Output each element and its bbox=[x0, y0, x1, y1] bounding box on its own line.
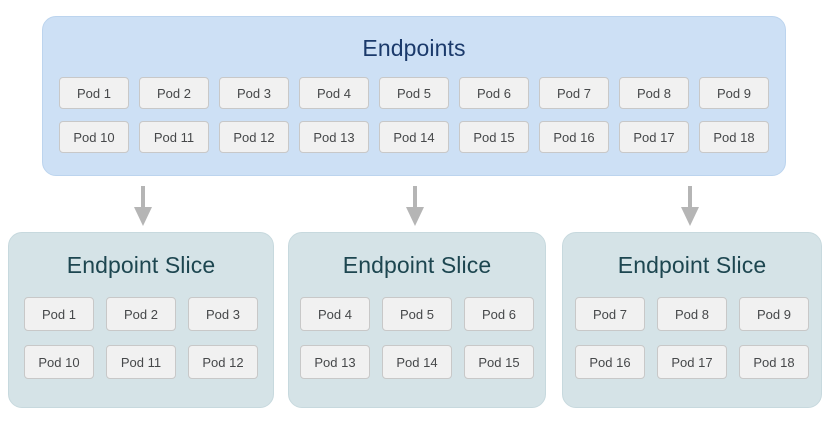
endpoint-slice-title: Endpoint Slice bbox=[617, 252, 767, 278]
pod-chip: Pod 1 bbox=[59, 77, 129, 109]
endpoints-pod-row-1: Pod 1 Pod 2 Pod 3 Pod 4 Pod 5 Pod 6 Pod … bbox=[43, 77, 785, 109]
pod-chip: Pod 15 bbox=[459, 121, 529, 153]
pod-chip: Pod 11 bbox=[139, 121, 209, 153]
pod-chip: Pod 15 bbox=[464, 345, 534, 379]
endpoint-slice-pod-row-1: Pod 1 Pod 2 Pod 3 bbox=[9, 297, 273, 331]
endpoint-slice-title: Endpoint Slice bbox=[342, 252, 492, 278]
pod-chip: Pod 10 bbox=[59, 121, 129, 153]
endpoint-slice-pod-row-1: Pod 4 Pod 5 Pod 6 bbox=[289, 297, 545, 331]
pod-chip: Pod 14 bbox=[382, 345, 452, 379]
endpoints-pod-row-2: Pod 10 Pod 11 Pod 12 Pod 13 Pod 14 Pod 1… bbox=[43, 121, 785, 153]
pod-chip: Pod 4 bbox=[299, 77, 369, 109]
endpoint-slice-pod-row-1: Pod 7 Pod 8 Pod 9 bbox=[563, 297, 821, 331]
pod-chip: Pod 3 bbox=[188, 297, 258, 331]
pod-chip: Pod 5 bbox=[382, 297, 452, 331]
endpoints-title: Endpoints bbox=[362, 35, 466, 61]
pod-chip: Pod 9 bbox=[739, 297, 809, 331]
pod-chip: Pod 2 bbox=[106, 297, 176, 331]
endpoints-pod-grid: Pod 1 Pod 2 Pod 3 Pod 4 Pod 5 Pod 6 Pod … bbox=[43, 77, 785, 153]
pod-chip: Pod 5 bbox=[379, 77, 449, 109]
pod-chip: Pod 16 bbox=[539, 121, 609, 153]
pod-chip: Pod 13 bbox=[300, 345, 370, 379]
endpoint-slice-container-2: Endpoint Slice Pod 4 Pod 5 Pod 6 Pod 13 … bbox=[288, 232, 546, 408]
down-arrow-icon bbox=[403, 186, 427, 226]
pod-chip: Pod 18 bbox=[699, 121, 769, 153]
pod-chip: Pod 11 bbox=[106, 345, 176, 379]
endpoint-slice-pod-row-2: Pod 13 Pod 14 Pod 15 bbox=[289, 345, 545, 379]
pod-chip: Pod 1 bbox=[24, 297, 94, 331]
pod-chip: Pod 14 bbox=[379, 121, 449, 153]
pod-chip: Pod 2 bbox=[139, 77, 209, 109]
endpoint-slice-pod-grid: Pod 1 Pod 2 Pod 3 Pod 10 Pod 11 Pod 12 bbox=[9, 297, 273, 379]
down-arrow-icon bbox=[678, 186, 702, 226]
pod-chip: Pod 7 bbox=[539, 77, 609, 109]
endpoint-slice-pod-row-2: Pod 10 Pod 11 Pod 12 bbox=[9, 345, 273, 379]
down-arrow-icon bbox=[131, 186, 155, 226]
endpoints-container: Endpoints Pod 1 Pod 2 Pod 3 Pod 4 Pod 5 … bbox=[42, 16, 786, 176]
pod-chip: Pod 8 bbox=[657, 297, 727, 331]
pod-chip: Pod 12 bbox=[219, 121, 289, 153]
pod-chip: Pod 12 bbox=[188, 345, 258, 379]
pod-chip: Pod 10 bbox=[24, 345, 94, 379]
pod-chip: Pod 17 bbox=[619, 121, 689, 153]
endpoint-slice-title: Endpoint Slice bbox=[66, 252, 216, 278]
endpoint-slice-pod-row-2: Pod 16 Pod 17 Pod 18 bbox=[563, 345, 821, 379]
endpoint-slice-container-3: Endpoint Slice Pod 7 Pod 8 Pod 9 Pod 16 … bbox=[562, 232, 822, 408]
pod-chip: Pod 18 bbox=[739, 345, 809, 379]
pod-chip: Pod 6 bbox=[464, 297, 534, 331]
pod-chip: Pod 16 bbox=[575, 345, 645, 379]
pod-chip: Pod 17 bbox=[657, 345, 727, 379]
endpoint-slice-pod-grid: Pod 4 Pod 5 Pod 6 Pod 13 Pod 14 Pod 15 bbox=[289, 297, 545, 379]
pod-chip: Pod 3 bbox=[219, 77, 289, 109]
pod-chip: Pod 7 bbox=[575, 297, 645, 331]
pod-chip: Pod 8 bbox=[619, 77, 689, 109]
pod-chip: Pod 13 bbox=[299, 121, 369, 153]
endpoint-slice-container-1: Endpoint Slice Pod 1 Pod 2 Pod 3 Pod 10 … bbox=[8, 232, 274, 408]
pod-chip: Pod 9 bbox=[699, 77, 769, 109]
pod-chip: Pod 6 bbox=[459, 77, 529, 109]
endpoint-slice-pod-grid: Pod 7 Pod 8 Pod 9 Pod 16 Pod 17 Pod 18 bbox=[563, 297, 821, 379]
pod-chip: Pod 4 bbox=[300, 297, 370, 331]
